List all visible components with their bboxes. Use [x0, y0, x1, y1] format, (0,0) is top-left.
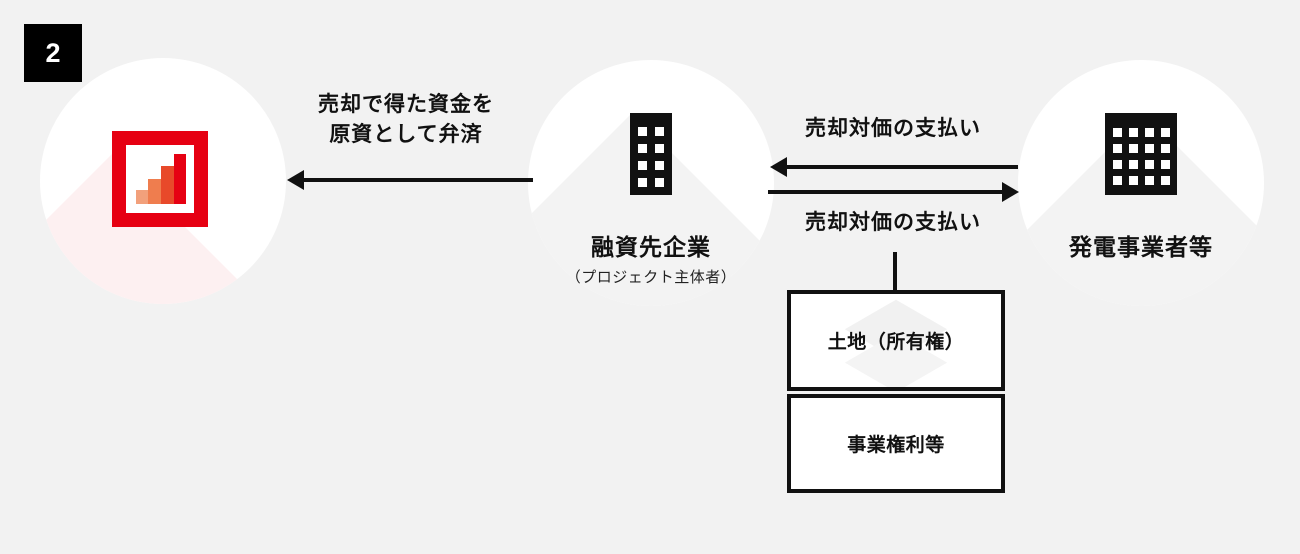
- building-window: [1112, 175, 1122, 185]
- bar-chart-bar-1: [136, 190, 148, 204]
- arrow-repayment-head-left: [287, 170, 304, 190]
- edge-label-repayment: 売却で得た資金を 原資として弁済: [318, 93, 494, 146]
- building-window: [1112, 159, 1122, 169]
- asset-box-rights-label: 事業権利等: [847, 435, 945, 456]
- step-number-badge: 2: [24, 24, 82, 82]
- building-window: [1112, 127, 1122, 137]
- building-window: [638, 127, 647, 136]
- node-right-title: 発電事業者等: [1069, 234, 1213, 260]
- asset-box-land-label: 土地（所有権）: [827, 332, 965, 353]
- node-middle-subtitle: （プロジェクト主体者）: [565, 269, 737, 286]
- arrow-payment-top-line: [786, 165, 1018, 169]
- building-window: [1128, 143, 1138, 153]
- building-window: [1160, 127, 1170, 137]
- building-window: [1144, 175, 1154, 185]
- arrow-repayment-line: [303, 178, 533, 182]
- connector-line-to-assets: [893, 252, 897, 292]
- building-window: [638, 178, 647, 187]
- node-middle-title: 融資先企業: [591, 234, 711, 260]
- building-window: [1160, 159, 1170, 169]
- bar-chart-plot-area: [126, 145, 194, 213]
- building-window: [1128, 127, 1138, 137]
- bar-chart-bar-3: [161, 166, 174, 204]
- asset-box-land: 土地（所有権）: [787, 290, 1005, 391]
- building-window: [1144, 127, 1154, 137]
- bar-chart-icon: [112, 131, 208, 227]
- building-window: [1128, 175, 1138, 185]
- building-window: [655, 127, 664, 136]
- building-window: [1112, 143, 1122, 153]
- arrow-payment-top-head-left: [770, 157, 787, 177]
- building-window: [1144, 143, 1154, 153]
- building-window: [655, 161, 664, 170]
- building-window: [1128, 159, 1138, 169]
- edge-label-payment-bottom: 売却対価の支払い: [805, 211, 981, 234]
- building-window: [638, 144, 647, 153]
- land-plot-watermark-icon: [844, 299, 948, 387]
- asset-box-rights: 事業権利等: [787, 394, 1005, 493]
- building-window: [1160, 175, 1170, 185]
- building-window: [655, 178, 664, 187]
- arrow-payment-bottom-line: [768, 190, 1002, 194]
- office-building-icon-right: [1105, 113, 1177, 195]
- office-building-icon-middle: [630, 113, 672, 195]
- building-window: [1144, 159, 1154, 169]
- building-window: [1160, 143, 1170, 153]
- edge-label-payment-top: 売却対価の支払い: [805, 117, 981, 140]
- building-window: [638, 161, 647, 170]
- bar-chart-bar-4: [174, 154, 186, 204]
- bar-chart-bar-2: [148, 179, 161, 204]
- arrow-payment-bottom-head-right: [1002, 182, 1019, 202]
- building-window: [655, 144, 664, 153]
